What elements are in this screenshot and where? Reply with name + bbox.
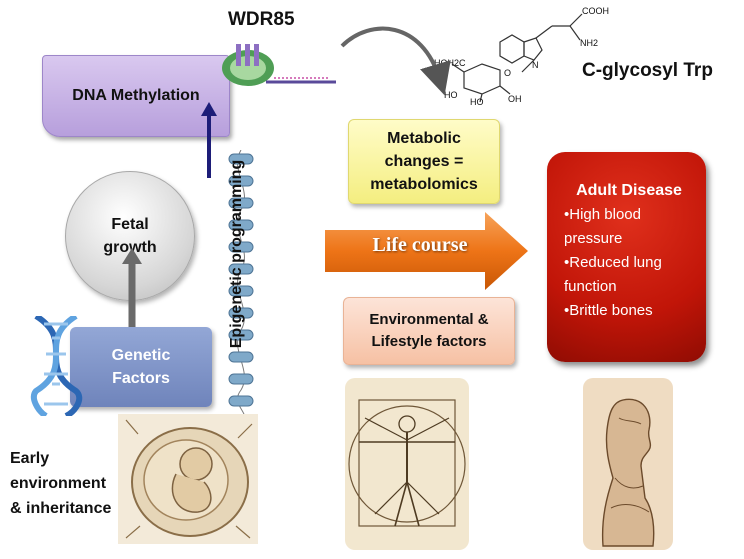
adult-disease-item-2: pressure	[564, 230, 623, 247]
adult-disease-item-1: •High blood	[564, 206, 641, 223]
environmental-line-1: Environmental &	[369, 311, 489, 328]
adult-disease-item-3: •Reduced lung	[564, 254, 662, 271]
vitruvian-man-sketch-image	[345, 378, 469, 550]
life-course-label: Life course	[372, 234, 468, 256]
anatomical-head-sketch-image	[583, 378, 673, 550]
genetic-factors-box: Genetic Factors	[70, 327, 212, 407]
oh-label: OH	[508, 94, 522, 104]
genetic-to-fetal-arrow-icon	[122, 248, 142, 328]
dna-helix-icon	[30, 316, 83, 416]
environmental-line-2: Lifestyle factors	[371, 333, 487, 350]
adult-disease-title: Adult Disease	[576, 182, 682, 199]
n-label: N	[532, 60, 539, 70]
environmental-lifestyle-box: Environmental & Lifestyle factors	[343, 297, 515, 365]
genetic-factors-line-2: Factors	[112, 370, 170, 387]
metabolic-line-3: metabolomics	[370, 176, 478, 193]
fetal-growth-line-2: growth	[103, 239, 157, 256]
life-course-arrow-icon	[325, 212, 528, 290]
ho-label-1: HO	[444, 90, 458, 100]
early-line-1: Early	[10, 450, 50, 467]
early-line-2: environment	[10, 475, 107, 492]
early-line-3: & inheritance	[10, 500, 112, 517]
curved-arrow-icon	[340, 26, 451, 96]
c-glycosyl-trp-label: C-glycosyl Trp	[582, 60, 713, 81]
epigenetic-programming-label: Epigenetic programming	[228, 159, 245, 349]
genetic-factors-line-1: Genetic	[111, 347, 171, 364]
fetal-growth-line-1: Fetal	[111, 216, 149, 233]
adult-disease-item-5: •Brittle bones	[564, 302, 653, 319]
o-label: O	[504, 68, 511, 78]
metabolic-line-1: Metabolic	[387, 130, 461, 147]
dna-methylation-box: DNA Methylation	[42, 55, 230, 137]
up-arrow-icon	[201, 102, 217, 178]
ho-label-2: HO	[470, 97, 484, 106]
adult-disease-item-4: function	[564, 278, 617, 295]
metabolic-changes-box: Metabolic changes = metabolomics	[348, 119, 500, 204]
early-environment-text: Early environment & inheritance	[10, 446, 111, 521]
nucleosome-chain-icon	[228, 150, 254, 420]
fetus-sketch-image	[118, 414, 258, 544]
adult-disease-box: Adult Disease •High blood pressure •Redu…	[547, 152, 706, 362]
metabolic-line-2: changes =	[384, 153, 464, 170]
dna-methylation-label: DNA Methylation	[72, 87, 200, 104]
wdr85-complex-icon	[222, 44, 336, 86]
cooh-label: COOH	[582, 6, 609, 16]
wdr85-label: WDR85	[228, 9, 295, 30]
nh2-label: NH2	[580, 38, 598, 48]
